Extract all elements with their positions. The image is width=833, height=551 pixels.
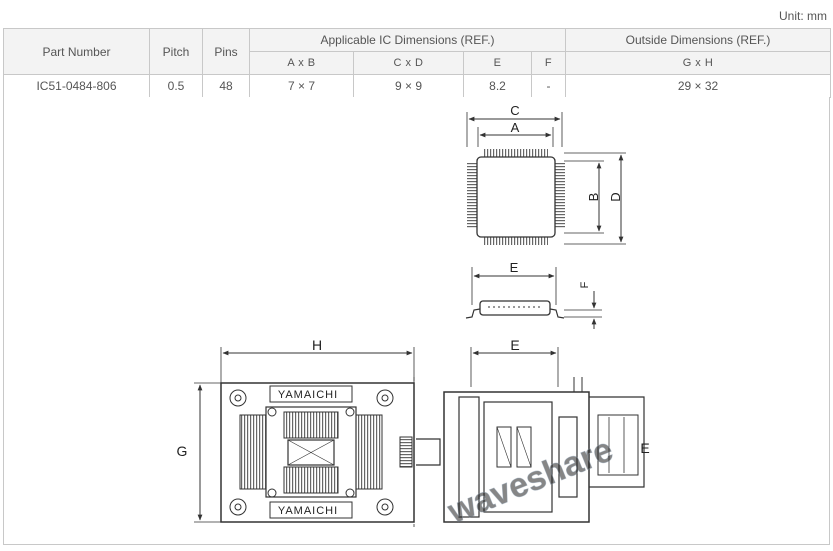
table-row: IC51-0484-806 0.5 48 7 × 7 9 × 9 8.2 - 2… xyxy=(3,74,831,98)
socket-top-view xyxy=(194,347,441,527)
ic-top-view xyxy=(466,112,626,245)
ic-side-view xyxy=(465,267,602,329)
header-applicable-ic: Applicable IC Dimensions (REF.) xyxy=(249,28,566,52)
header-pitch: Pitch xyxy=(149,28,203,75)
header-outside: Outside Dimensions (REF.) xyxy=(565,28,831,52)
brand-label-bottom: YAMAICHI xyxy=(278,505,338,517)
header-cxd: C x D xyxy=(353,51,464,75)
label-e-socket: E xyxy=(510,337,519,353)
header-pins: Pins xyxy=(202,28,250,75)
cell-f: - xyxy=(531,74,566,98)
label-d: D xyxy=(608,192,623,201)
cell-gxh: 29 × 32 xyxy=(565,74,831,98)
dimension-drawing: C A B D E F xyxy=(3,97,830,545)
label-e-side: E xyxy=(640,440,649,456)
label-h: H xyxy=(312,337,322,353)
header-axb: A x B xyxy=(249,51,354,75)
label-f: F xyxy=(579,281,591,288)
cell-pins: 48 xyxy=(202,74,250,98)
header-part-number: Part Number xyxy=(3,28,150,75)
cell-pitch: 0.5 xyxy=(149,74,203,98)
label-e-ic: E xyxy=(510,260,519,275)
label-g: G xyxy=(177,443,188,459)
brand-label-top: YAMAICHI xyxy=(278,389,338,401)
header-e: E xyxy=(463,51,532,75)
socket-side-view xyxy=(443,347,645,523)
cell-axb: 7 × 7 xyxy=(249,74,354,98)
label-b: B xyxy=(586,193,601,202)
header-f: F xyxy=(531,51,566,75)
cell-e: 8.2 xyxy=(463,74,532,98)
cell-cxd: 9 × 9 xyxy=(353,74,464,98)
technical-drawing-svg: C A B D E F xyxy=(177,103,650,532)
spec-table: Part Number Pitch Pins Applicable IC Dim… xyxy=(3,28,831,98)
header-gxh: G x H xyxy=(565,51,831,75)
cell-part-number: IC51-0484-806 xyxy=(3,74,150,98)
label-c: C xyxy=(510,103,519,118)
label-a: A xyxy=(511,120,520,135)
unit-label: Unit: mm xyxy=(779,9,827,23)
